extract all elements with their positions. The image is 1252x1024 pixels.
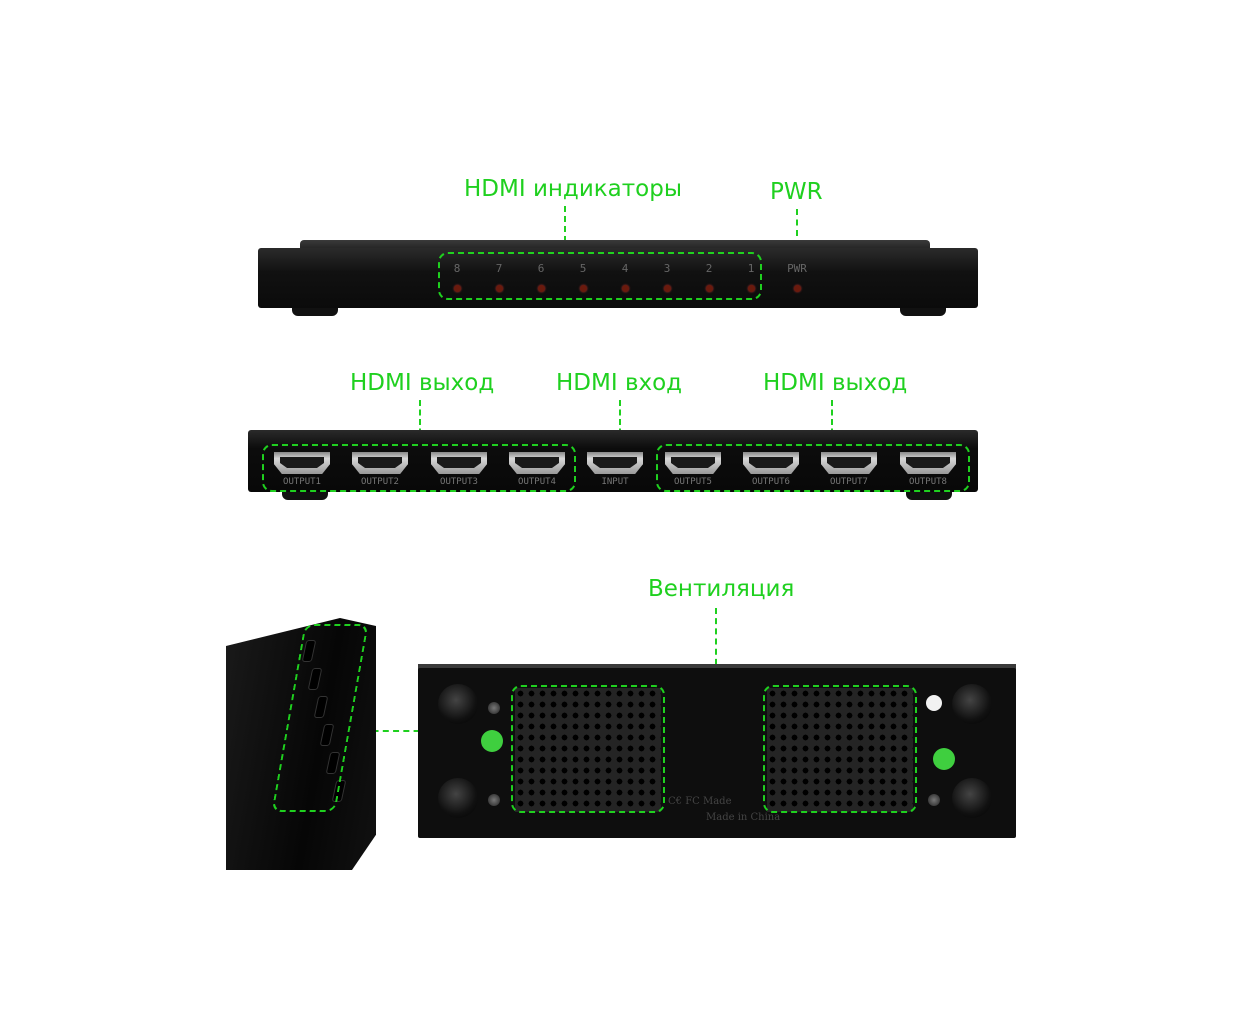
hdmi-port-output3 [431, 452, 487, 474]
screw-bottom-right [928, 794, 940, 806]
qc-sticker-right [933, 748, 955, 770]
port-label: OUTPUT1 [283, 477, 321, 487]
indicator-number: 7 [495, 262, 503, 275]
side-corner-device [226, 618, 376, 870]
label-ventilation: Вентиляция [648, 576, 795, 602]
white-dot-sticker [926, 695, 942, 711]
indicator-number: 8 [453, 262, 461, 275]
outputs-right-highlight-box [656, 444, 970, 492]
qc-sticker-left [481, 730, 503, 752]
rubber-foot-top-right [952, 684, 992, 724]
label-hdmi-out-right: HDMI выход [763, 370, 908, 396]
rubber-foot-bottom-right [952, 778, 992, 818]
front-device-foot-left [292, 308, 338, 316]
port-device-foot-left [282, 492, 328, 500]
indicator-led [621, 285, 629, 292]
indicator-pwr: PWR [782, 262, 812, 292]
made-in-china-text: Made in China [706, 812, 781, 823]
port-label: OUTPUT3 [440, 477, 478, 487]
screw-bottom-left [488, 794, 500, 806]
label-pwr: PWR [770, 179, 823, 205]
input-highlight-box [582, 444, 650, 492]
hdmi-port-output8 [900, 452, 956, 474]
port-label: OUTPUT8 [909, 477, 947, 487]
port-label: OUTPUT5 [674, 477, 712, 487]
label-hdmi-in: HDMI вход [556, 370, 683, 396]
indicator-2: 2 [697, 262, 721, 292]
screw-top-left [488, 702, 500, 714]
indicator-7: 7 [487, 262, 511, 292]
indicator-1: 1 [739, 262, 763, 292]
hdmi-port-input [587, 452, 643, 474]
front-device-foot-right [900, 308, 946, 316]
indicator-number: 3 [663, 262, 671, 275]
indicator-5: 5 [571, 262, 595, 292]
indicator-led [579, 285, 587, 292]
certification-marks: C€ FC Made [668, 796, 732, 807]
vent-grille-left [515, 688, 661, 812]
indicator-number: 6 [537, 262, 545, 275]
indicator-4: 4 [613, 262, 637, 292]
port-label: OUTPUT4 [518, 477, 556, 487]
hdmi-port-output2 [352, 452, 408, 474]
indicator-led [663, 285, 671, 292]
bottom-device-edge [418, 664, 1016, 670]
port-label: OUTPUT7 [830, 477, 868, 487]
vent-right-highlight-box [763, 685, 917, 813]
leader-pwr [796, 209, 798, 257]
indicators-highlight-box [438, 252, 762, 300]
indicator-led [537, 285, 545, 292]
leader-hdmi-in [619, 400, 621, 444]
indicator-led [747, 285, 755, 292]
outputs-left-highlight-box [262, 444, 576, 492]
indicator-number: 1 [747, 262, 755, 275]
rubber-foot-top-left [438, 684, 478, 724]
vent-left-highlight-box [511, 685, 665, 813]
port-label: INPUT [601, 477, 629, 487]
hdmi-port-output6 [743, 452, 799, 474]
indicator-led [453, 285, 461, 292]
hdmi-port-output1 [274, 452, 330, 474]
indicator-number: 5 [579, 262, 587, 275]
indicator-8: 8 [445, 262, 469, 292]
indicator-6: 6 [529, 262, 553, 292]
indicator-number: 4 [621, 262, 629, 275]
leader-hdmi-out-right [831, 400, 833, 444]
indicator-number: PWR [787, 262, 807, 275]
indicator-led [495, 285, 503, 292]
indicator-3: 3 [655, 262, 679, 292]
hdmi-port-output7 [821, 452, 877, 474]
front-device-top-edge [300, 240, 930, 250]
leader-hdmi-indicators [564, 206, 566, 252]
hdmi-port-output4 [509, 452, 565, 474]
indicator-number: 2 [705, 262, 713, 275]
label-hdmi-out-left: HDMI выход [350, 370, 495, 396]
vent-grille-right [767, 688, 913, 812]
hdmi-port-output5 [665, 452, 721, 474]
indicator-led [705, 285, 713, 292]
port-device-foot-right [906, 492, 952, 500]
port-label: OUTPUT2 [361, 477, 399, 487]
leader-hdmi-out-left [419, 400, 421, 444]
indicator-led [793, 285, 801, 292]
label-hdmi-indicators: HDMI индикаторы [464, 176, 682, 202]
port-label: OUTPUT6 [752, 477, 790, 487]
rubber-foot-bottom-left [438, 778, 478, 818]
